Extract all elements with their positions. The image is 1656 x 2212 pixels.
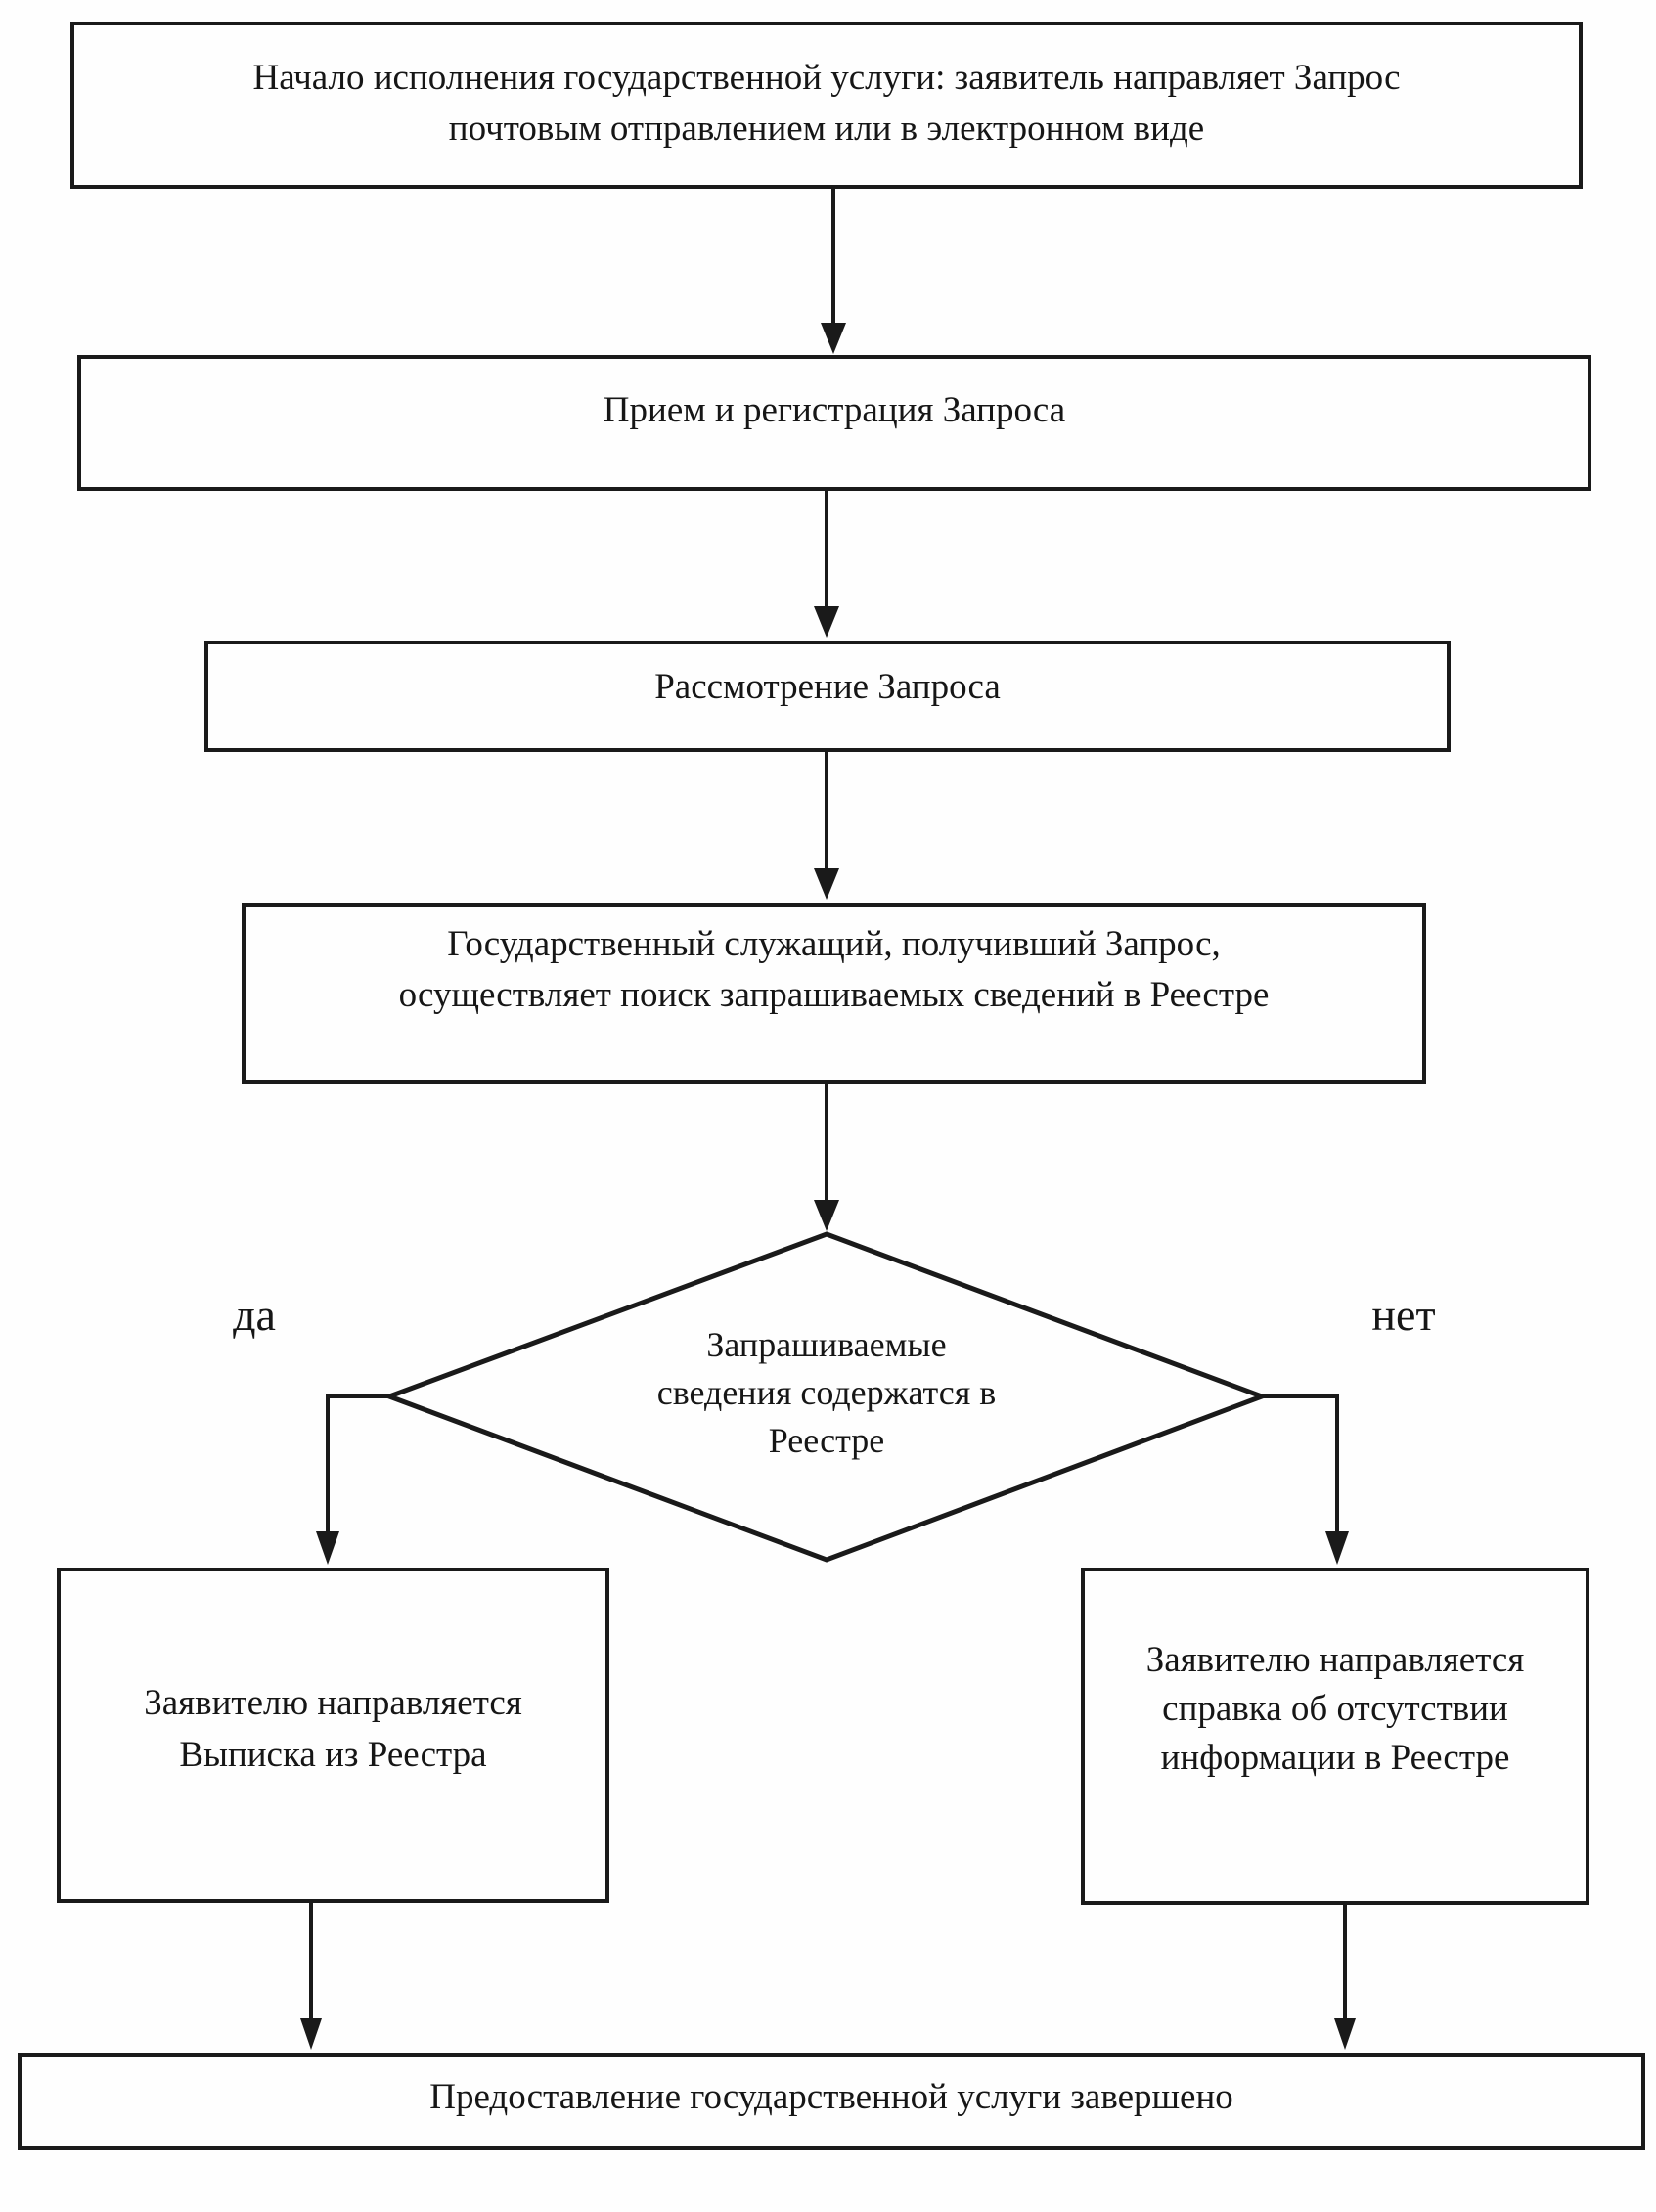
- decision-no-label: нет: [1371, 1290, 1436, 1340]
- node-decision-text: Запрашиваемые сведения содержатся в Реес…: [656, 1325, 997, 1460]
- arrow-no-to-end: [1334, 1905, 1356, 2050]
- arrow-start-to-reception: [821, 189, 846, 354]
- arrow-decision-no: [1262, 1394, 1349, 1565]
- decision-diamond-shape: [381, 1231, 1270, 1563]
- node-search: Государственный служащий, получивший Зап…: [242, 903, 1426, 1084]
- node-no-branch: Заявителю направляется справка об отсутс…: [1081, 1568, 1589, 1905]
- arrow-search-to-decision: [814, 1084, 839, 1231]
- node-start: Начало исполнения государственной услуги…: [70, 22, 1583, 189]
- node-yes-branch: Заявителю направляется Выписка из Реестр…: [57, 1568, 609, 1903]
- arrow-reception-to-review: [814, 491, 839, 638]
- node-reception: Прием и регистрация Запроса: [77, 355, 1591, 491]
- arrow-yes-to-end: [300, 1903, 322, 2050]
- arrow-review-to-search: [814, 752, 839, 900]
- node-review: Рассмотрение Запроса: [204, 641, 1451, 752]
- node-end: Предоставление государственной услуги за…: [18, 2053, 1645, 2150]
- decision-yes-label: да: [233, 1290, 276, 1340]
- arrow-decision-yes: [316, 1394, 389, 1565]
